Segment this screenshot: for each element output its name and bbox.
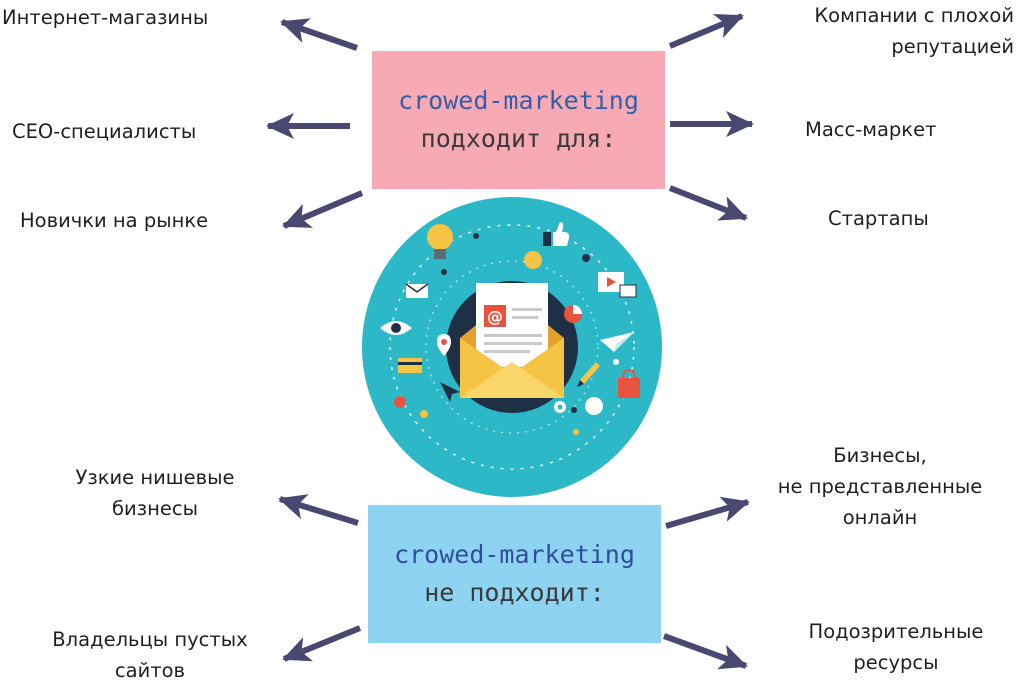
label-seo-specialists: СЕО-специалисты bbox=[12, 120, 197, 143]
label-suspicious-resources: Подозрительные ресурсы bbox=[808, 620, 984, 674]
arrow-suspicious-resources bbox=[662, 633, 748, 670]
arrow-market-newcomers bbox=[282, 190, 364, 229]
cursor-icon bbox=[440, 382, 460, 402]
location-pin-icon bbox=[437, 334, 451, 356]
label-niche-businesses: Узкие нишевые бизнесы bbox=[75, 466, 235, 520]
suitable-for-box: crowed-marketing подходит для: bbox=[372, 51, 665, 189]
arrow-online-stores bbox=[280, 18, 358, 51]
label-online-stores: Интернет-магазины bbox=[2, 6, 209, 29]
label-startups: Стартапы bbox=[828, 207, 929, 230]
email-at-sign: @ bbox=[487, 307, 503, 326]
arrow-bad-reputation bbox=[668, 13, 744, 49]
pie-chart-icon bbox=[564, 305, 582, 323]
arrow-empty-sites bbox=[282, 625, 362, 662]
lightbulb-icon bbox=[427, 224, 453, 259]
shopping-bag-icon bbox=[618, 368, 640, 398]
arrow-offline-businesses bbox=[665, 496, 750, 529]
label-bad-reputation: Компании с плохой репутацией bbox=[814, 4, 1014, 58]
suitable-box-line-2: подходит для: bbox=[420, 124, 617, 153]
dot-icon bbox=[524, 251, 542, 269]
eye-icon bbox=[380, 321, 412, 335]
envelope-icon: @ bbox=[460, 283, 564, 398]
mail-icon bbox=[405, 283, 429, 298]
pencil-icon bbox=[577, 362, 600, 387]
label-empty-sites: Владельцы пустых сайтов bbox=[52, 628, 248, 682]
not-suitable-box-line-1: crowed-marketing bbox=[394, 540, 635, 569]
arrow-niche-businesses bbox=[278, 494, 359, 526]
thumbs-up-icon bbox=[543, 222, 570, 246]
gear-icon bbox=[554, 401, 566, 413]
label-market-newcomers: Новички на рынке bbox=[20, 209, 209, 232]
label-offline-businesses: Бизнесы, не представленные онлайн bbox=[777, 444, 983, 529]
suitable-box-line-1: crowed-marketing bbox=[398, 86, 639, 115]
not-suitable-box-line-2: не подходит: bbox=[424, 578, 605, 607]
paper-plane-icon bbox=[600, 332, 634, 352]
credit-card-icon bbox=[398, 358, 422, 373]
label-mass-market: Масс-маркет bbox=[805, 118, 937, 141]
not-suitable-box: crowed-marketing не подходит: bbox=[368, 505, 661, 643]
video-icon bbox=[598, 272, 637, 298]
arrow-startups bbox=[668, 185, 748, 221]
